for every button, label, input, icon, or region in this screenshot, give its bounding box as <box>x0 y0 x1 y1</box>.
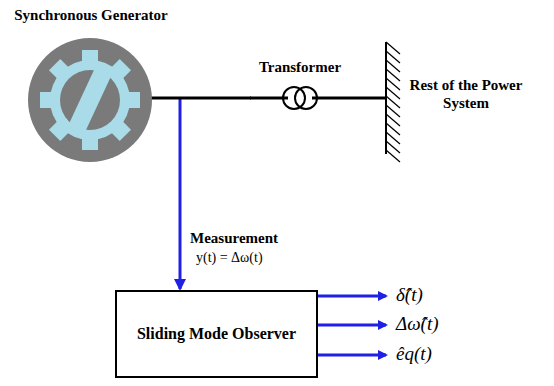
transformer-label: Transformer <box>240 58 360 76</box>
power-system-node: Rest of the Power System <box>385 42 552 154</box>
output-arrow <box>318 324 386 327</box>
transformer-node: Transformer <box>250 58 350 114</box>
observer-box: Sliding Mode Observer <box>115 290 318 378</box>
output-label: êq(t) <box>396 343 432 365</box>
connector <box>179 98 182 289</box>
observer-label: Sliding Mode Observer <box>131 324 302 344</box>
output-arrow <box>318 354 386 357</box>
generator-node: Synchronous Generator <box>0 2 182 172</box>
output-arrow <box>318 295 386 298</box>
signal-label: y(t) = Δω(t) <box>196 250 263 266</box>
connector <box>182 97 251 100</box>
output-label: δ̂(t) <box>396 284 423 306</box>
generator-node-shape <box>0 2 182 172</box>
connector <box>350 97 386 100</box>
edge-label: Measurement <box>188 230 280 247</box>
power-system-label: Rest of the Power System <box>407 76 525 112</box>
generator-label: Synchronous Generator <box>0 6 182 24</box>
output-label: Δω̂(t) <box>396 313 439 335</box>
